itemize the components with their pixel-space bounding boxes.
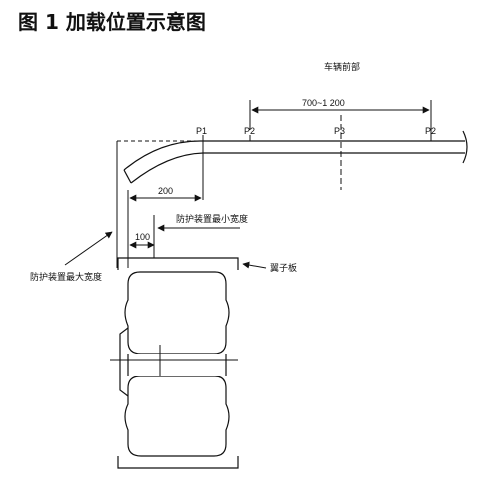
label-p2-right: P2 xyxy=(425,126,436,136)
point-ticks xyxy=(202,100,432,200)
figure-title: 图 1 加载位置示意图 xyxy=(18,10,206,34)
guard-beam xyxy=(123,130,468,184)
label-p1: P1 xyxy=(196,126,207,136)
max-width-pointer xyxy=(64,231,113,266)
label-min-width: 防护装置最小宽度 xyxy=(176,213,248,224)
label-p2-left: P2 xyxy=(244,126,255,136)
label-max-width: 防护装置最大宽度 xyxy=(30,271,102,282)
label-dim-100: 100 xyxy=(135,232,150,242)
label-vehicle-rear: 车辆前部 xyxy=(324,61,360,72)
bumper-board-pointer xyxy=(242,261,267,269)
fender-top-bracket xyxy=(117,257,239,270)
left-guides xyxy=(116,141,129,268)
label-dim-700-1200: 700~1 200 xyxy=(302,98,345,108)
fender-bottom-bracket xyxy=(117,456,239,469)
label-dim-200: 200 xyxy=(158,186,173,196)
label-bumper-board: 翼子板 xyxy=(270,262,297,273)
wheel-assembly xyxy=(119,271,230,457)
label-p3: P3 xyxy=(334,126,345,136)
